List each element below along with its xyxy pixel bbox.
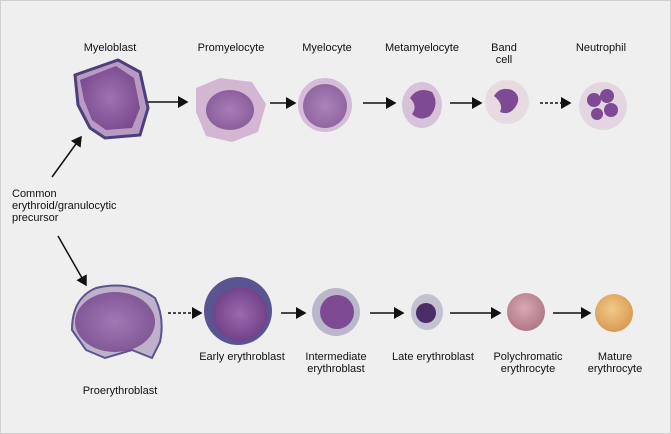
neutrophil-cell xyxy=(579,82,627,130)
label-metamyelocyte: Metamyelocyte xyxy=(385,42,459,54)
intermediate-erythroblast-cell xyxy=(312,288,360,336)
label-promyelocyte: Promyelocyte xyxy=(197,42,265,54)
label-band-cell-line1: Band xyxy=(491,42,517,54)
label-myeloblast: Myeloblast xyxy=(83,42,137,54)
label-precursor-line1: Common xyxy=(12,188,57,200)
label-mature-line2: erythrocyte xyxy=(587,363,643,375)
mature-erythrocyte-cell xyxy=(595,294,633,332)
label-polychromatic-line1: Polychromatic xyxy=(493,351,563,363)
arrow-precursor-proerythroblast xyxy=(57,235,87,287)
label-neutrophil: Neutrophil xyxy=(575,42,627,54)
label-precursor-line3: precursor xyxy=(12,212,59,224)
label-mature-line1: Mature xyxy=(597,351,633,363)
label-band-cell: Band cell xyxy=(484,42,524,66)
label-late-erythroblast: Late erythroblast xyxy=(392,351,474,363)
label-polychromatic-erythrocyte: Polychromatic erythrocyte xyxy=(486,351,570,375)
polychromatic-erythrocyte-cell xyxy=(507,293,545,331)
label-precursor-line2: erythroid/granulocytic xyxy=(12,200,117,212)
label-myelocyte: Myelocyte xyxy=(302,42,352,54)
label-polychromatic-line2: erythrocyte xyxy=(500,363,556,375)
label-band-cell-line2: cell xyxy=(495,54,513,66)
label-intermediate-line1: Intermediate xyxy=(305,351,367,363)
metamyelocyte-cell xyxy=(402,82,442,128)
band-cell-cell xyxy=(485,80,529,124)
promyelocyte-cell xyxy=(196,78,266,142)
label-intermediate-line2: erythroblast xyxy=(307,363,365,375)
label-intermediate-erythroblast: Intermediate erythroblast xyxy=(298,351,374,375)
late-erythroblast-cell xyxy=(411,294,443,330)
proerythroblast-cell xyxy=(70,284,163,360)
label-mature-erythrocyte: Mature erythrocyte xyxy=(580,351,650,375)
label-precursor: Common erythroid/granulocytic precursor xyxy=(12,188,152,224)
myelocyte-cell xyxy=(298,78,352,132)
early-erythroblast-cell xyxy=(204,277,272,345)
label-early-erythroblast: Early erythroblast xyxy=(199,351,285,363)
myeloblast-cell xyxy=(73,58,150,140)
arrow-precursor-myeloblast xyxy=(51,135,82,178)
label-proerythroblast: Proerythroblast xyxy=(82,385,158,397)
